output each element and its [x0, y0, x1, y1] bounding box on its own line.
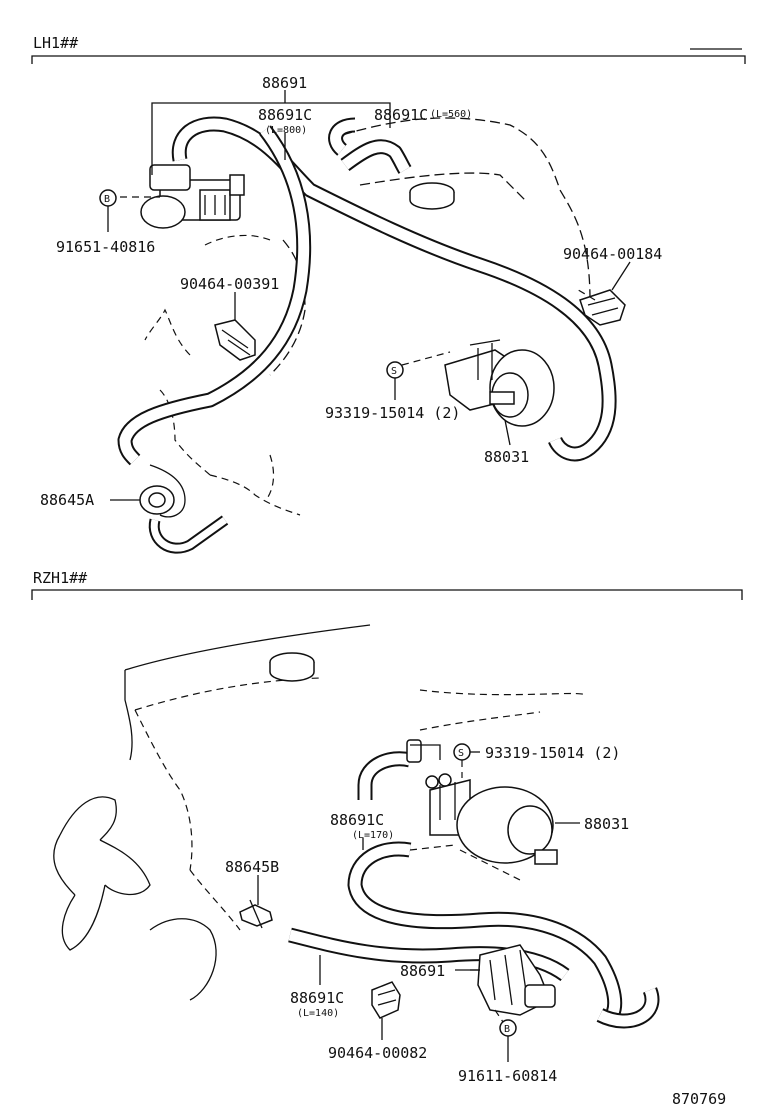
screw-symbol-text: S [391, 366, 397, 377]
hose-88691c-l800 [171, 116, 617, 462]
label-l170: (L=170) [352, 830, 394, 841]
clip-90464-00391 [214, 292, 256, 361]
section-lh1: LH1## [31, 34, 746, 554]
section-bracket-lh1 [31, 55, 746, 64]
label-90464-00082: 90464-00082 [328, 1044, 427, 1062]
fitting-top-rzh1 [406, 739, 441, 763]
label-88691-rzh1: 88691 [400, 962, 445, 980]
label-88645b: 88645B [225, 858, 279, 876]
hose-88691-lower [117, 125, 312, 466]
label-l560: (L=560) [430, 109, 472, 120]
section-bracket-rzh1 [31, 589, 743, 600]
screw-symbol-lh1: S [386, 361, 404, 400]
screw-symbol-rzh1: S [453, 743, 480, 778]
valve-88645b [239, 875, 273, 929]
label-88031-lh1: 88031 [484, 448, 529, 466]
label-l800: (L=800) [265, 125, 307, 136]
label-91611-60814: 91611-60814 [458, 1067, 557, 1085]
bolt-symbol-text: B [104, 194, 110, 205]
actuator-88031-lh1 [444, 339, 555, 446]
leader-88691-lh1 [151, 102, 391, 175]
bolt-symbol-rzh1: B [499, 1019, 517, 1062]
actuator-88031-rzh1 [409, 773, 558, 881]
label-88691c-l800: 88691C [258, 106, 312, 124]
label-88645a: 88645A [40, 491, 94, 509]
oil-cap-rzh1 [269, 652, 315, 682]
section-title-rzh1: RZH1## [33, 569, 87, 587]
label-88691-lh1: 88691 [262, 74, 307, 92]
hose-88691c-l140 [288, 927, 660, 1029]
valve-88645a [110, 464, 229, 554]
label-90464-00184: 90464-00184 [563, 245, 662, 263]
label-90464-00391: 90464-00391 [180, 275, 279, 293]
label-88691c-l170: 88691C [330, 811, 384, 829]
label-l140: (L=140) [297, 1008, 339, 1019]
vsv-solenoid-lh1 [140, 164, 245, 229]
screw-symbol-text-2: S [458, 748, 464, 759]
label-91651-40816: 91651-40816 [56, 238, 155, 256]
figure-number: 870769 [672, 1090, 726, 1108]
section-title-lh1: LH1## [33, 34, 78, 52]
label-93319-15014-lh1: 93319-15014 (2) [325, 404, 460, 422]
hose-88691c-l170 [347, 751, 623, 1026]
bolt-symbol-lh1: B [99, 189, 117, 232]
clip-90464-00082 [371, 981, 401, 1040]
clip-90464-00184 [574, 261, 631, 326]
oil-cap-lh1 [409, 182, 455, 210]
label-88691c-l560: 88691C [374, 106, 428, 124]
engine-outline-lh1 [144, 117, 591, 516]
label-88031-rzh1: 88031 [584, 815, 629, 833]
hose-88691c-l560 [328, 117, 412, 174]
label-93319-15014-rzh1: 93319-15014 (2) [485, 744, 620, 762]
engine-outline-rzh1 [53, 624, 586, 1001]
bolt-symbol-text-2: B [504, 1024, 510, 1035]
section-rzh1: RZH1## [31, 569, 743, 1085]
label-88691c-l140: 88691C [290, 989, 344, 1007]
